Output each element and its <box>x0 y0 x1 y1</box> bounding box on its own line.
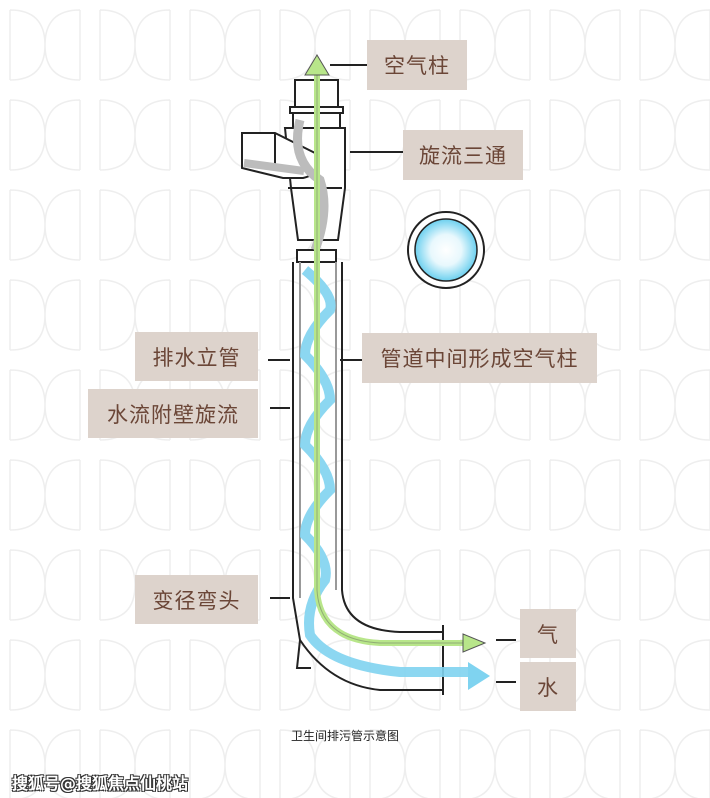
air-column <box>314 70 465 646</box>
label-water: 水 <box>520 662 576 711</box>
air-up-arrow <box>304 54 330 76</box>
label-air-column: 空气柱 <box>367 40 467 90</box>
label-wall-swirl: 水流附壁旋流 <box>88 389 258 438</box>
label-reducer-elbow: 变径弯头 <box>135 575 258 624</box>
pipe-cross-section <box>407 211 485 289</box>
pointer-lines <box>268 64 516 683</box>
label-drain-stack: 排水立管 <box>135 332 258 381</box>
watermark: 搜狐号@搜狐焦点仙桃站 <box>12 774 189 793</box>
label-air: 气 <box>520 609 576 658</box>
air-right-arrow <box>462 633 487 653</box>
drain-stack-pipe <box>292 262 444 695</box>
label-cyclone-tee: 旋流三通 <box>403 130 523 180</box>
label-air-column-in-pipe: 管道中间形成空气柱 <box>362 333 597 383</box>
water-flow <box>299 266 470 677</box>
caption: 卫生间排污管示意图 <box>290 729 399 743</box>
water-arrow <box>468 662 490 690</box>
